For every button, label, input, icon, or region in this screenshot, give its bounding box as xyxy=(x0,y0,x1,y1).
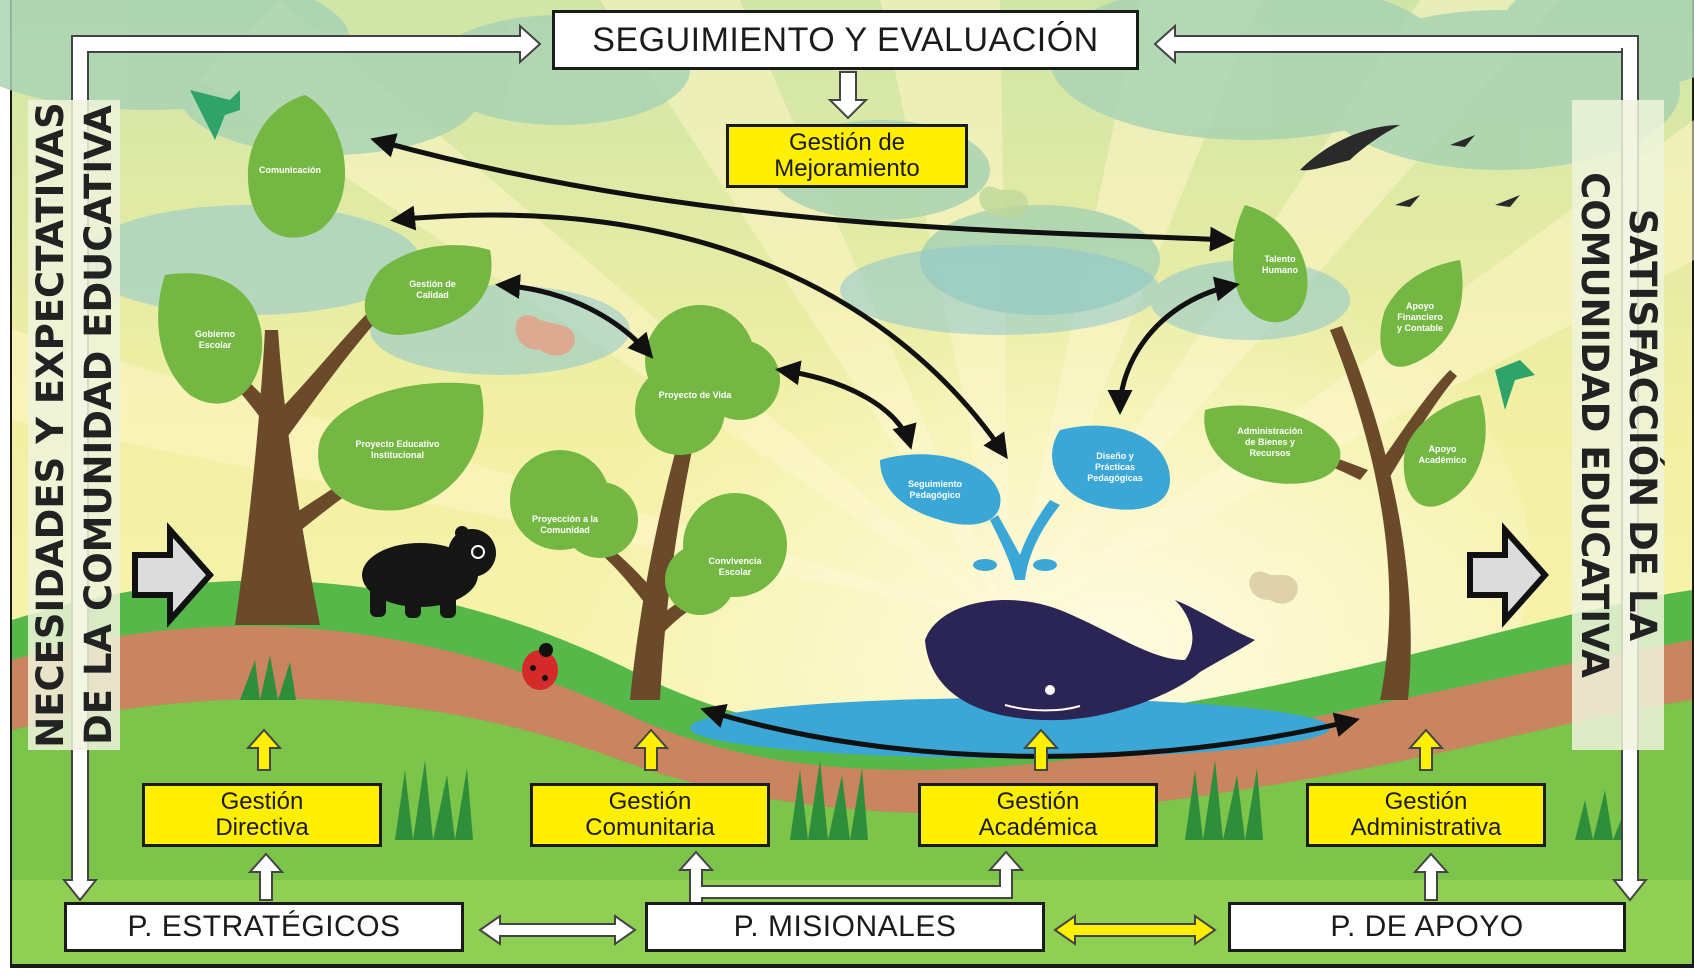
leaf-comunicacion: Comunicación xyxy=(258,164,321,175)
bear xyxy=(362,526,496,618)
p-estrategicos-box: P. ESTRATÉGICOS xyxy=(64,902,464,952)
leaf-convivencia: Convivencia Escolar xyxy=(708,556,762,577)
gestion-academica-box: Gestión Académica xyxy=(918,783,1158,847)
right-side-line-1: SATISFACCIÓN DE LA xyxy=(1621,208,1664,642)
right-side-line-2: COMUNIDAD EDUCATIVA xyxy=(1573,172,1616,678)
leaf-admin-bienes: Administración de Bienes y Recursos xyxy=(1237,426,1303,458)
leaf-seguimiento-pedagogico: Seguimiento Pedagógico xyxy=(907,479,962,500)
leaf-apoyo-financiero: Apoyo Financiero y Contable xyxy=(1396,301,1443,333)
relation-arrows xyxy=(370,133,1360,759)
leaf-proyecto-vida: Proyecto de Vida xyxy=(658,389,732,400)
right-panel xyxy=(1572,100,1664,750)
yellow-arrows xyxy=(245,728,1445,946)
leaf-apoyo-academico: Apoyo Académico xyxy=(1418,444,1467,465)
gestion-mejoramiento-box: Gestión de Mejoramiento xyxy=(726,124,968,188)
flow-arrows xyxy=(61,23,1649,946)
left-side-label: NECESIDADES Y EXPECTATIVAS DE LA COMUNID… xyxy=(27,102,123,748)
whale-spout xyxy=(880,425,1170,580)
leaf-diseno-practicas: Diseño y Prácticas Pedagógicas xyxy=(1087,451,1143,483)
grass-tufts xyxy=(240,655,1635,840)
birds xyxy=(1300,125,1520,207)
hummingbirds xyxy=(190,90,1535,410)
gestion-directiva-box: Gestión Directiva xyxy=(142,783,382,847)
p-misionales-box: P. MISIONALES xyxy=(645,902,1045,952)
leaf-gestion-calidad: Gestión de Calidad xyxy=(409,279,456,300)
seguimiento-box: SEGUIMIENTO Y EVALUACIÓN xyxy=(552,10,1139,70)
leaf-talento-humano: Talento Humano xyxy=(1262,254,1298,275)
gestion-administrativa-box: Gestión Administrativa xyxy=(1306,783,1546,847)
ladybug xyxy=(522,643,558,690)
p-de-apoyo-box: P. DE APOYO xyxy=(1228,902,1626,952)
left-side-line-1: NECESIDADES Y EXPECTATIVAS xyxy=(29,102,72,748)
side-arrows xyxy=(132,522,1550,628)
leaf-pei: Proyecto Educativo Institucional xyxy=(355,439,440,460)
left-side-line-2: DE LA COMUNIDAD EDUCATIVA xyxy=(77,105,120,745)
right-side-label: SATISFACCIÓN DE LA COMUNIDAD EDUCATIVA xyxy=(1570,172,1666,678)
leaf-proyeccion: Proyección a la Comunidad xyxy=(531,514,599,535)
gestion-comunitaria-box: Gestión Comunitaria xyxy=(530,783,770,847)
left-panel xyxy=(28,100,120,750)
leaf-gobierno-escolar: Gobierno Escolar xyxy=(195,329,235,350)
